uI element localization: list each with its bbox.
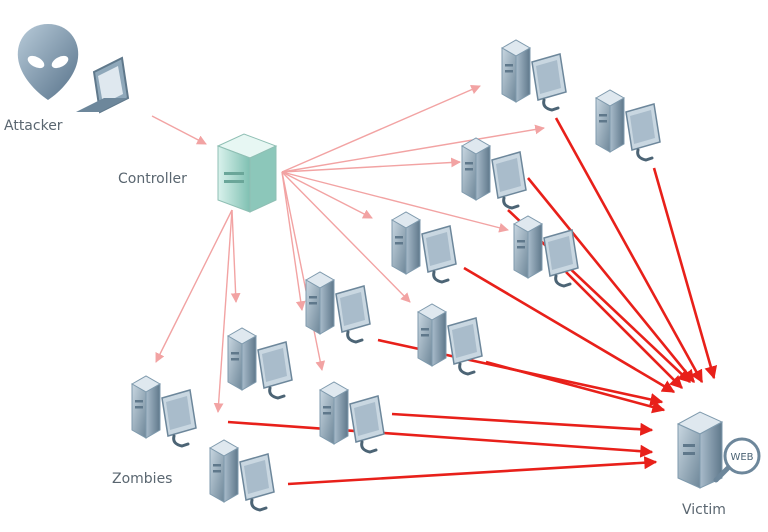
- controller-node: Controller: [118, 133, 278, 213]
- control-arrow: [281, 171, 373, 219]
- laptop-icon: [76, 56, 130, 114]
- attack-arrow: [227, 420, 654, 458]
- attacker-node: Attacker: [4, 24, 130, 134]
- attack-arrow: [565, 271, 683, 389]
- control-arrow: [230, 209, 241, 303]
- attack-arrow: [554, 117, 704, 384]
- control-arrow: [281, 171, 326, 371]
- attack-arrow: [287, 456, 658, 486]
- attack-arrow: [485, 360, 666, 414]
- zombie-computer-icon: [500, 39, 567, 112]
- victim-node: WEB Victim: [676, 411, 761, 518]
- attacker-label: Attacker: [4, 118, 63, 134]
- alien-head-icon: [17, 24, 79, 100]
- control-arrow: [281, 157, 461, 173]
- zombie-computer-icon: [390, 211, 457, 284]
- victim-screen-label: WEB: [730, 452, 753, 463]
- victim-label: Victim: [682, 502, 726, 518]
- control-arrow: [281, 85, 481, 173]
- control-arrow: [281, 124, 545, 173]
- control-arrow: [281, 171, 306, 311]
- zombie-computer-icon: [594, 89, 661, 162]
- zombie-group: [130, 39, 661, 512]
- control-arrow: [213, 209, 233, 413]
- web-server-icon: [676, 411, 724, 489]
- control-arrow: [281, 171, 411, 303]
- zombie-computer-icon: [226, 327, 293, 400]
- attack-arrow: [463, 266, 676, 394]
- zombie-computer-icon: [512, 215, 579, 288]
- zombie-computer-icon: [318, 381, 385, 454]
- control-arrow: [151, 115, 207, 145]
- zombie-computer-icon: [208, 439, 275, 512]
- zombie-computer-icon: [130, 375, 197, 448]
- zombie-computer-icon: [416, 303, 483, 376]
- zombies-label: Zombies: [112, 471, 172, 487]
- attack-arrow: [391, 412, 654, 436]
- magnifier-icon: WEB: [713, 437, 761, 483]
- attack-arrow: [652, 167, 718, 380]
- controller-server-icon: [216, 133, 278, 213]
- control-arrow: [281, 171, 509, 233]
- control-arrows: [151, 85, 545, 413]
- zombie-computer-icon: [304, 271, 371, 344]
- zombie-computer-icon: [460, 137, 527, 210]
- controller-label: Controller: [118, 171, 187, 187]
- attack-arrows: [227, 117, 718, 486]
- control-arrow: [155, 209, 233, 363]
- attack-arrow: [526, 177, 696, 384]
